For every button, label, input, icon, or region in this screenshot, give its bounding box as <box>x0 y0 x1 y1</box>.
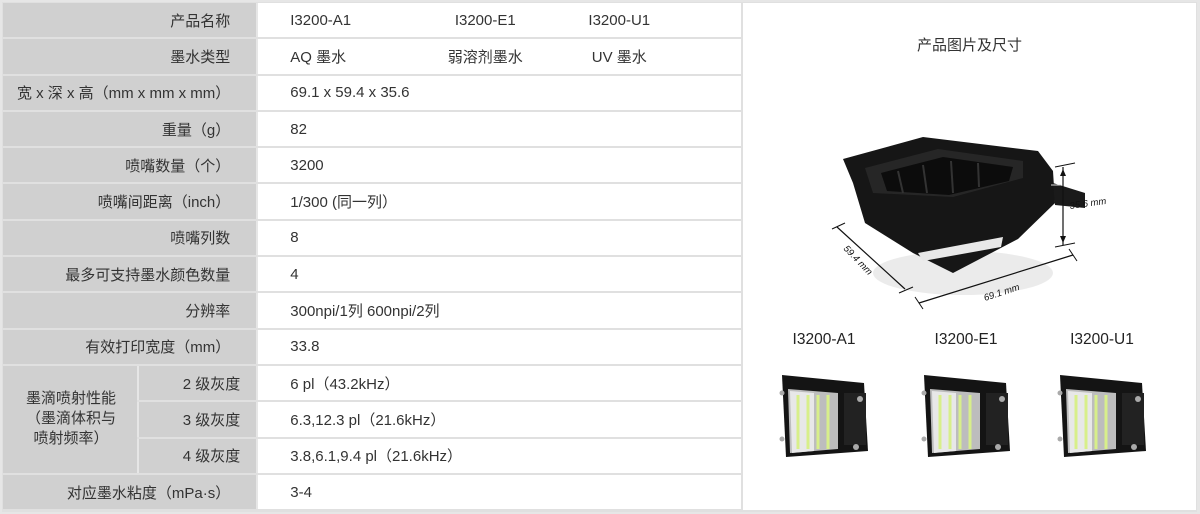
row-label: 喷嘴数量（个） <box>3 148 257 183</box>
row-value: AQ 墨水 弱溶剂墨水 UV 墨水 <box>256 39 741 74</box>
row-value: 4 <box>256 257 741 292</box>
row-value: 3200 <box>256 148 741 183</box>
table-row: 喷嘴列数 8 <box>3 220 741 256</box>
printhead-e1-image <box>921 375 1010 457</box>
table-row: 最多可支持墨水颜色数量 4 <box>3 257 741 292</box>
row-label: 喷嘴间距离（inch） <box>3 184 257 219</box>
row-value: 1/300 (同一列） <box>256 184 741 219</box>
row-value: I3200-A1 I3200-E1 I3200-U1 <box>256 3 741 38</box>
table-row: 喷嘴间距离（inch） 1/300 (同一列） <box>3 184 741 219</box>
sub-row-label: 3 级灰度 <box>137 402 257 437</box>
row-label: 分辨率 <box>3 293 257 328</box>
model-e1: I3200-E1 <box>454 11 516 29</box>
row-label: 最多可支持墨水颜色数量 <box>3 257 257 292</box>
table-row: 3 级灰度 6.3,12.3 pl（21.6kHz） <box>3 402 741 437</box>
product-image-panel: 产品图片及尺寸 35.6 mm 59.4 mm 69.1 mm I3200-A1 <box>743 3 1196 510</box>
row-label: 宽 x 深 x 高（mm x mm x mm） <box>3 75 257 110</box>
table-row: 有效打印宽度（mm） 33.8 <box>3 329 741 364</box>
model-card-a1: I3200-A1 <box>759 331 889 468</box>
model-card-u1: I3200-U1 <box>1037 331 1167 468</box>
group-label-line: （墨滴体积与 <box>25 410 116 428</box>
row-label: 对应墨水粘度（mPa·s） <box>3 474 257 510</box>
sub-row-label: 2 级灰度 <box>137 365 257 401</box>
row-label: 墨水类型 <box>3 39 257 74</box>
height-dimension: 35.6 mm <box>1069 196 1107 212</box>
ink-aq: AQ 墨水 <box>290 48 347 66</box>
depth-dimension: 59.4 mm <box>841 243 875 277</box>
table-row: 重量（g） 82 <box>3 111 741 147</box>
row-value: 6 pl（43.2kHz） <box>256 365 741 401</box>
sub-row-label: 4 级灰度 <box>137 438 257 473</box>
row-value: 82 <box>256 111 741 147</box>
spec-table: 产品名称 I3200-A1 I3200-E1 I3200-U1 墨水类型 AQ … <box>3 1 741 511</box>
model-u1: I3200-U1 <box>588 11 651 29</box>
printhead-a1-image <box>779 375 868 457</box>
table-row: 分辨率 300npi/1列 600npi/2列 <box>3 293 741 328</box>
row-label: 重量（g） <box>3 111 257 147</box>
model-name: I3200-E1 <box>934 331 998 348</box>
printhead-dimension-image: 35.6 mm 59.4 mm 69.1 mm <box>831 137 1107 310</box>
model-name: I3200-A1 <box>792 331 856 348</box>
row-label: 有效打印宽度（mm） <box>3 329 257 364</box>
group-label-line: 墨滴喷射性能 <box>25 390 116 408</box>
model-name: I3200-U1 <box>1070 331 1134 348</box>
model-a1: I3200-A1 <box>290 11 352 29</box>
row-value: 8 <box>256 220 741 256</box>
table-row: 宽 x 深 x 高（mm x mm x mm） 69.1 x 59.4 x 35… <box>3 75 741 110</box>
row-value: 3-4 <box>256 474 741 510</box>
row-value: 3.8,6.1,9.4 pl（21.6kHz） <box>256 438 741 473</box>
row-value: 33.8 <box>256 329 741 364</box>
model-card-e1: I3200-E1 <box>901 331 1031 468</box>
table-row: 对应墨水粘度（mPa·s） 3-4 <box>3 474 741 510</box>
row-value: 300npi/1列 600npi/2列 <box>256 293 741 328</box>
row-label: 喷嘴列数 <box>3 220 257 256</box>
table-row: 4 级灰度 3.8,6.1,9.4 pl（21.6kHz） <box>3 438 741 473</box>
ink-eco-solvent: 弱溶剂墨水 <box>447 48 523 66</box>
table-row: 产品名称 I3200-A1 I3200-E1 I3200-U1 <box>3 3 741 38</box>
panel-title: 产品图片及尺寸 <box>916 37 1022 54</box>
row-value: 6.3,12.3 pl（21.6kHz） <box>256 402 741 437</box>
table-row: 喷嘴数量（个） 3200 <box>3 148 741 183</box>
ink-uv: UV 墨水 <box>591 48 647 66</box>
row-label: 产品名称 <box>3 3 257 38</box>
printhead-u1-image <box>1057 375 1146 457</box>
group-label-line: 喷射频率） <box>33 430 109 448</box>
table-row: 墨滴喷射性能 （墨滴体积与 喷射频率） 2 级灰度 6 pl（43.2kHz） <box>3 365 741 473</box>
row-value: 69.1 x 59.4 x 35.6 <box>256 75 741 110</box>
table-row: 墨水类型 AQ 墨水 弱溶剂墨水 UV 墨水 <box>3 39 741 74</box>
droplet-group-label: 墨滴喷射性能 （墨滴体积与 喷射频率） <box>3 365 137 473</box>
